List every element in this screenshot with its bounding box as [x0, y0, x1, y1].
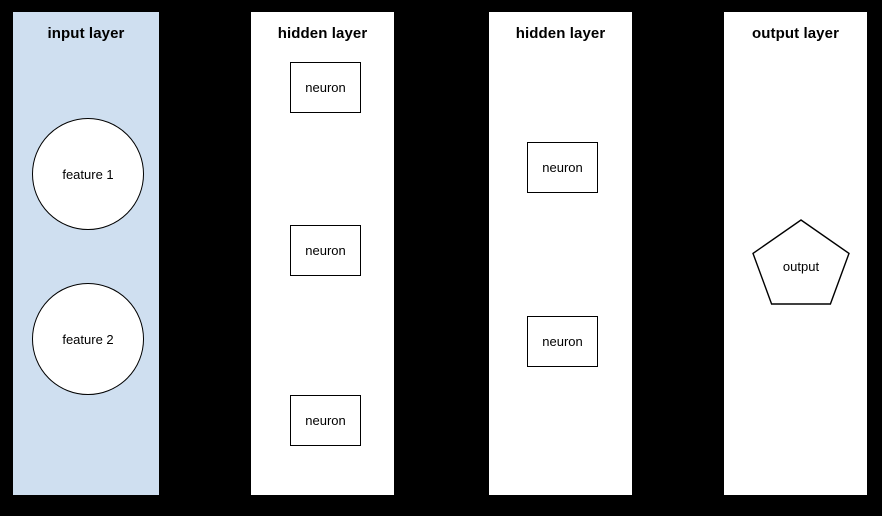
node-label: neuron: [305, 80, 346, 95]
panel-input-layer: input layer: [12, 11, 160, 496]
gap-mask-6: [0, 496, 882, 516]
node-hidden1-neuron-1[interactable]: neuron: [290, 62, 361, 113]
gap-mask-2: [395, 0, 488, 516]
node-label: neuron: [305, 243, 346, 258]
panel-hidden-layer-2: hidden layer: [488, 11, 633, 496]
gap-mask-1: [160, 0, 250, 516]
node-hidden2-neuron-2[interactable]: neuron: [527, 316, 598, 367]
node-hidden1-neuron-2[interactable]: neuron: [290, 225, 361, 276]
pentagon-shape: [752, 219, 850, 305]
node-label: neuron: [542, 160, 583, 175]
node-label: feature 1: [62, 166, 114, 182]
layer-title-hidden-layer-1: hidden layer: [277, 25, 368, 42]
layer-title-input-layer: input layer: [47, 25, 125, 42]
layer-title-output-layer: output layer: [751, 25, 840, 42]
node-label: output: [782, 259, 820, 274]
node-label: neuron: [305, 413, 346, 428]
node-hidden1-neuron-3[interactable]: neuron: [290, 395, 361, 446]
gap-mask-0: [0, 0, 12, 516]
node-feature-2[interactable]: feature 2: [32, 283, 144, 395]
gap-mask-3: [633, 0, 723, 516]
node-label: feature 2: [62, 331, 114, 347]
node-label: neuron: [542, 334, 583, 349]
node-output-node[interactable]: output: [752, 219, 850, 305]
layer-title-hidden-layer-2: hidden layer: [515, 25, 606, 42]
gap-mask-5: [0, 0, 882, 11]
node-feature-1[interactable]: feature 1: [32, 118, 144, 230]
gap-mask-4: [868, 0, 882, 516]
node-hidden2-neuron-1[interactable]: neuron: [527, 142, 598, 193]
